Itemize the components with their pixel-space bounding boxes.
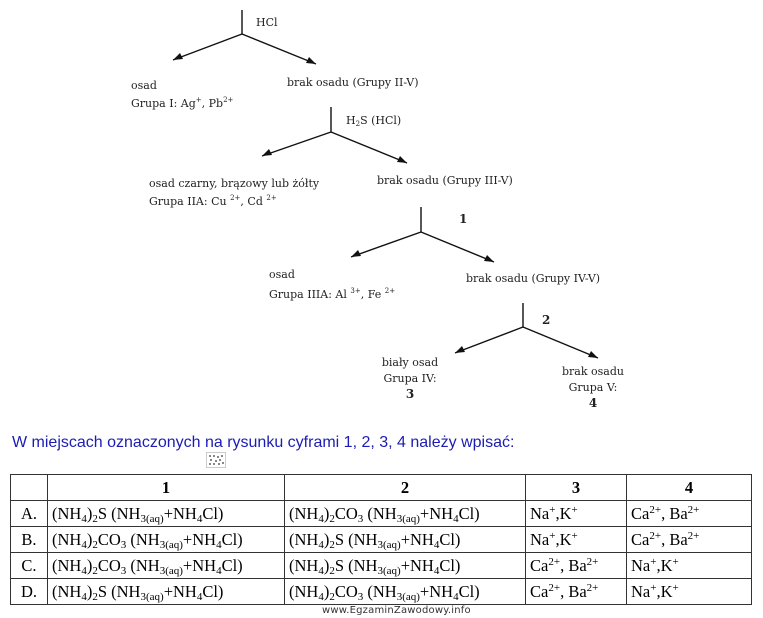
header-cell-4: 4	[626, 474, 752, 501]
option-letter[interactable]: C.	[10, 552, 48, 579]
group5-label: Grupa V:	[568, 381, 618, 394]
option-cell-reagent-2: (NH4)2S (NH3(aq)+NH4Cl)	[284, 526, 526, 553]
option-letter[interactable]: D.	[10, 578, 48, 605]
answer-options-table: 1 2 3 4 A. (NH4)2S (NH3(aq)+NH4Cl) (NH4)…	[10, 474, 752, 605]
group5-no-precipitate-label: brak osadu	[562, 365, 624, 378]
no-precipitate-groups-3-5: brak osadu (Grupy III-V)	[377, 174, 513, 187]
qr-code-icon	[206, 452, 226, 468]
option-cell-group-5-ions: Na+,K+	[626, 578, 752, 605]
blank-marker-4: 4	[588, 396, 598, 410]
option-cell-reagent-1: (NH4)2CO3 (NH3(aq)+NH4Cl)	[47, 552, 285, 579]
reagent-h2s-label: H2S (HCl)	[346, 114, 402, 128]
option-cell-group-5-ions: Ca2+, Ba2+	[626, 526, 752, 553]
site-watermark: www.EgzaminZawodowy.info	[322, 605, 471, 616]
reagent-hcl-label: HCl	[256, 16, 278, 29]
group2a-precipitate-label: osad czarny, brązowy lub żółty	[149, 177, 320, 190]
option-cell-group-4-ions: Na+,K+	[525, 526, 627, 553]
option-cell-group-5-ions: Na+,K+	[626, 552, 752, 579]
answer-row-c[interactable]: C. (NH4)2CO3 (NH3(aq)+NH4Cl) (NH4)2S (NH…	[10, 552, 752, 579]
blank-marker-3: 3	[405, 387, 415, 401]
group2a-ions: Grupa IIA: Cu 2+, Cd 2+	[149, 194, 277, 209]
header-cell-letter	[10, 474, 48, 501]
blank-marker-1: 1	[459, 212, 468, 226]
question-text: W miejscach oznaczonych na rysunku cyfra…	[12, 434, 515, 451]
option-cell-group-5-ions: Ca2+, Ba2+	[626, 500, 752, 527]
option-cell-reagent-2: (NH4)2CO3 (NH3(aq)+NH4Cl)	[284, 500, 526, 527]
answer-row-b[interactable]: B. (NH4)2CO3 (NH3(aq)+NH4Cl) (NH4)2S (NH…	[10, 526, 752, 553]
option-cell-reagent-2: (NH4)2CO3 (NH3(aq)+NH4Cl)	[284, 578, 526, 605]
group4-label: Grupa IV:	[383, 372, 437, 385]
header-cell-1: 1	[47, 474, 285, 501]
option-cell-group-4-ions: Ca2+, Ba2+	[525, 578, 627, 605]
group3a-ions: Grupa IIIA: Al 3+, Fe 2+	[269, 287, 396, 302]
group4-precipitate-label: biały osad	[381, 356, 439, 369]
group3a-precipitate-label: osad	[269, 268, 295, 281]
no-precipitate-groups-2-5: brak osadu (Grupy II-V)	[287, 76, 419, 89]
header-cell-3: 3	[525, 474, 627, 501]
option-cell-group-4-ions: Ca2+, Ba2+	[525, 552, 627, 579]
blank-marker-2: 2	[542, 313, 551, 327]
separation-scheme-arrows	[172, 10, 599, 359]
answer-row-a[interactable]: A. (NH4)2S (NH3(aq)+NH4Cl) (NH4)2CO3 (NH…	[10, 500, 752, 527]
option-letter[interactable]: B.	[10, 526, 48, 553]
option-cell-group-4-ions: Na+,K+	[525, 500, 627, 527]
group1-precipitate-label: osad	[131, 79, 157, 92]
group1-ions: Grupa I: Ag+, Pb2+	[131, 96, 234, 111]
option-cell-reagent-1: (NH4)2S (NH3(aq)+NH4Cl)	[47, 500, 285, 527]
option-cell-reagent-2: (NH4)2S (NH3(aq)+NH4Cl)	[284, 552, 526, 579]
option-cell-reagent-1: (NH4)2CO3 (NH3(aq)+NH4Cl)	[47, 526, 285, 553]
option-letter[interactable]: A.	[10, 500, 48, 527]
header-cell-2: 2	[284, 474, 526, 501]
no-precipitate-groups-4-5: brak osadu (Grupy IV-V)	[466, 272, 601, 285]
option-cell-reagent-1: (NH4)2S (NH3(aq)+NH4Cl)	[47, 578, 285, 605]
table-header-row: 1 2 3 4	[10, 474, 752, 501]
answer-row-d[interactable]: D. (NH4)2S (NH3(aq)+NH4Cl) (NH4)2CO3 (NH…	[10, 578, 752, 605]
